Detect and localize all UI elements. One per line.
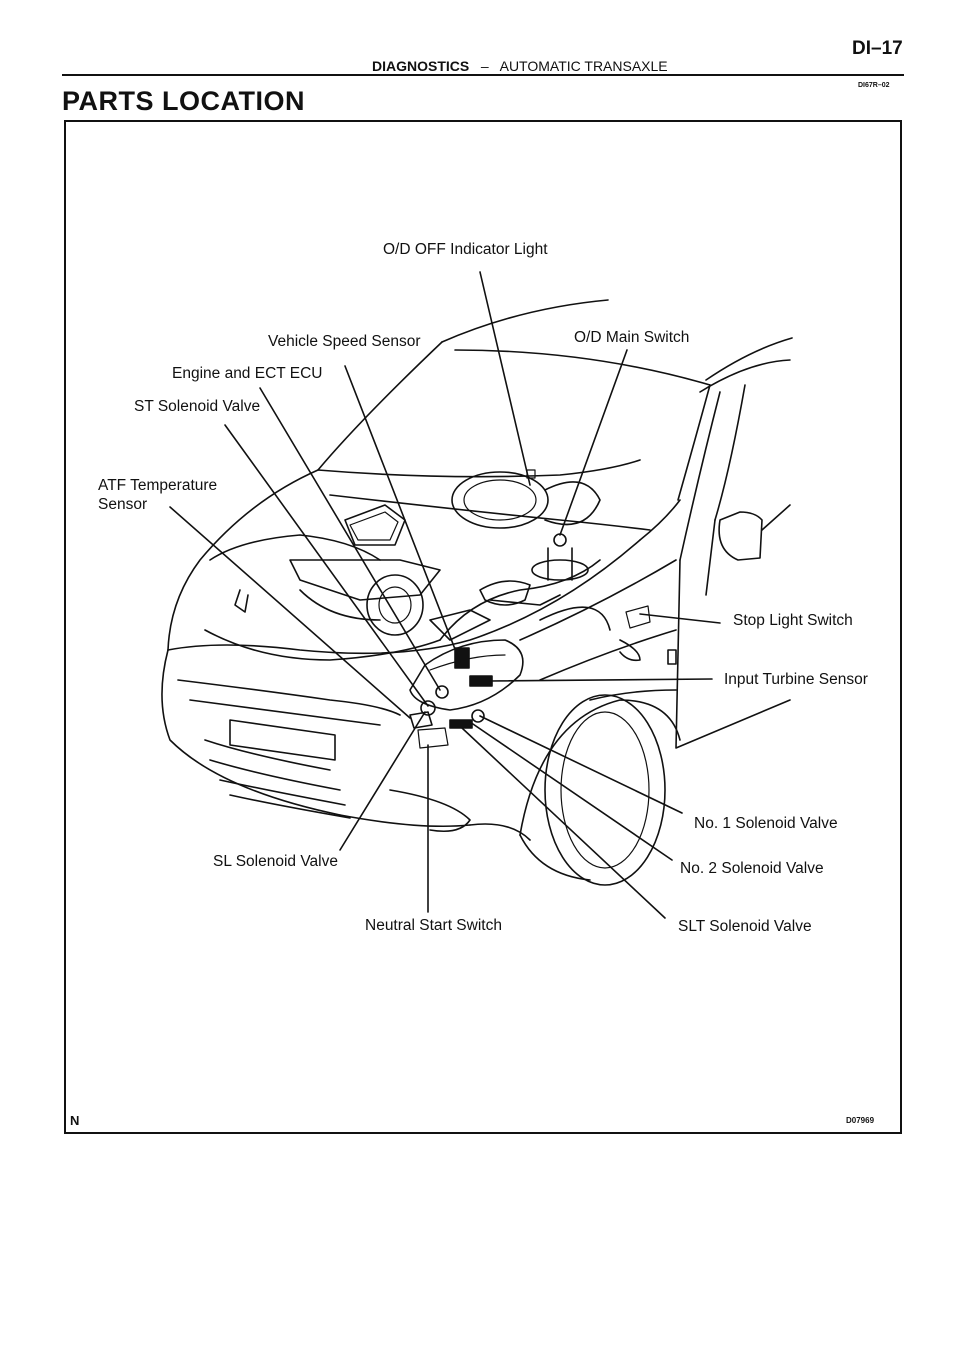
label-st-solenoid-valve: ST Solenoid Valve [134,398,261,415]
section-separator: – [480,58,489,74]
page-number: DI–17 [852,38,903,59]
subsection-name: AUTOMATIC TRANSAXLE [499,58,668,74]
corner-mark: N [70,1113,80,1128]
label-od-off-indicator-light: O/D OFF Indicator Light [383,241,548,258]
label-input-turbine-sensor: Input Turbine Sensor [724,671,868,688]
doc-code: DI67R–02 [858,82,890,89]
label-sl-solenoid-valve: SL Solenoid Valve [213,853,338,870]
label-od-main-switch: O/D Main Switch [574,329,690,346]
figure-id: D07969 [846,1116,875,1125]
label-engine-ect-ecu: Engine and ECT ECU [172,365,323,382]
label-stop-light-switch: Stop Light Switch [733,612,853,629]
section-name: DIAGNOSTICS [372,58,470,74]
label-vehicle-speed-sensor: Vehicle Speed Sensor [268,333,421,350]
label-slt-solenoid-valve: SLT Solenoid Valve [678,918,812,935]
label-no2-solenoid-valve: No. 2 Solenoid Valve [680,860,824,877]
label-neutral-start-switch: Neutral Start Switch [365,917,502,934]
section-header: DIAGNOSTICS – AUTOMATIC TRANSAXLE [372,58,668,74]
label-no1-solenoid-valve: No. 1 Solenoid Valve [694,815,838,832]
label-atf-temperature: ATF Temperature [98,477,218,494]
page-title: PARTS LOCATION [62,86,305,116]
header-rule [62,74,904,76]
figure-frame [64,120,902,1134]
label-atf-sensor: Sensor [98,496,148,513]
